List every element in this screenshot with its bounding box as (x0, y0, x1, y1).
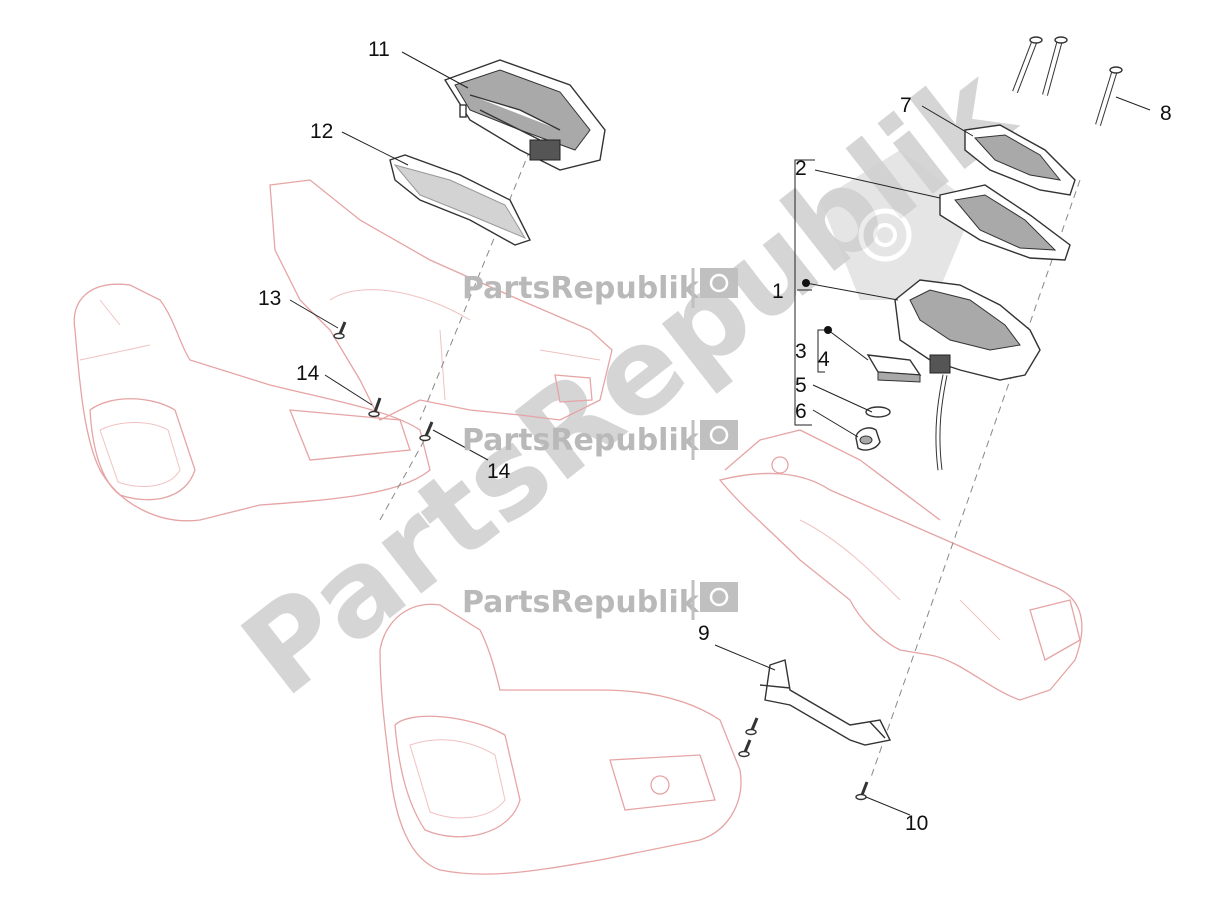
watermark-text-middle: PartsRepublik (462, 423, 700, 458)
callout-5: 5 (795, 374, 807, 397)
part-5-ring (865, 406, 891, 418)
watermark-gear-icon (820, 150, 975, 300)
part-6-bulb (855, 427, 881, 451)
callout-14-lower: 14 (487, 460, 511, 483)
callout-14-upper: 14 (296, 362, 320, 385)
part-2-cover (939, 184, 1071, 261)
callout-6: 6 (795, 400, 807, 423)
callout-3: 3 (795, 340, 807, 363)
callout-8: 8 (1160, 102, 1172, 125)
part-9-bracket (759, 659, 892, 746)
callout-labels: 11 12 13 14 14 7 8 2 1 3 4 5 6 9 10 (258, 38, 1172, 835)
callout-1: 1 (772, 280, 784, 303)
watermark-text-bottom: PartsRepublik (462, 585, 700, 620)
part-1-instrument-cluster (894, 279, 1041, 471)
front-cover (379, 603, 742, 875)
part-4-block (866, 354, 922, 383)
watermark-gear-badge-icon (700, 420, 738, 450)
part-7-cover (964, 124, 1076, 196)
watermark-text-top: PartsRepublik (462, 271, 700, 306)
part-11-housing (443, 59, 606, 171)
callout-2: 2 (795, 157, 807, 180)
watermark-logo-bottom: PartsRepublik (462, 580, 738, 620)
callout-9: 9 (698, 622, 710, 645)
callout-7: 7 (900, 94, 912, 117)
watermark-logo-middle: PartsRepublik (462, 420, 738, 460)
callout-10: 10 (905, 812, 928, 835)
left-handlebar-cover (73, 179, 613, 522)
assembly-lines (379, 149, 1081, 781)
right-handlebar-cover (718, 429, 1083, 701)
part-8-screws (1012, 36, 1123, 126)
watermark-gear-badge-icon (700, 582, 738, 612)
callout-4: 4 (818, 348, 830, 371)
leader-lines (289, 51, 1151, 816)
part-12-lens (389, 154, 531, 246)
callout-11: 11 (368, 38, 390, 61)
callout-12: 12 (310, 120, 333, 143)
watermark-gear-badge-icon (700, 268, 738, 298)
watermark-logo-top: PartsRepublik (462, 268, 738, 308)
small-screws (333, 321, 869, 801)
callout-13: 13 (258, 287, 281, 310)
